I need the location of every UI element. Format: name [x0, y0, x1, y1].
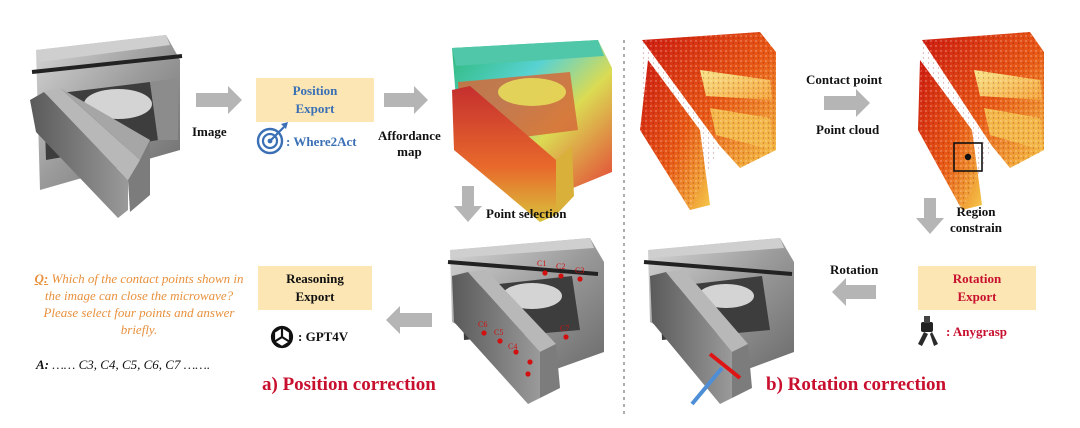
flow-arrows — [196, 86, 944, 334]
question-text: Q: Which of the contact points shown in … — [34, 270, 244, 338]
contact-point-c3: C3 — [575, 266, 585, 275]
contact-point-c6: C6 — [478, 320, 488, 329]
arrow-to-rotation-export — [916, 198, 944, 234]
affordance-map-microwave — [452, 40, 612, 222]
question-prefix: Q: — [34, 271, 49, 286]
gripper-axis-red — [708, 352, 742, 380]
label-rotation: Rotation — [830, 262, 879, 277]
point-cloud-input — [640, 32, 776, 210]
arrow-to-point-selection — [454, 186, 482, 222]
point-cloud-contact — [918, 32, 1044, 210]
label-region-constrain: Region constrain — [950, 204, 1002, 235]
rotation-export-box: Rotation Export — [918, 266, 1036, 310]
contact-point-c4: C4 — [508, 342, 518, 351]
answer-text: A: …… C3, C4, C5, C6, C7 ……. — [36, 356, 246, 373]
contact-point-c1: C1 — [537, 259, 547, 268]
microwave-image-input — [30, 35, 183, 218]
label-image: Image — [192, 124, 227, 139]
label-affordance-map: Affordance map — [378, 128, 441, 159]
contact-point-dot — [964, 153, 972, 161]
microwave-rotation — [643, 238, 794, 406]
contact-point-c5: C5 — [494, 328, 504, 337]
arrow-to-affordance-map — [384, 86, 428, 114]
reasoning-export-line2: Export — [295, 289, 335, 304]
arrow-to-contact-cloud — [824, 89, 870, 117]
answer-prefix: A: — [36, 357, 49, 372]
microwave-contact-points — [447, 238, 604, 404]
label-point-selection: Point selection — [486, 206, 567, 221]
rotation-export-line1: Rotation — [952, 271, 1002, 286]
arrow-to-rotation-result — [832, 278, 876, 306]
arrow-to-reasoning-export — [386, 306, 432, 334]
reasoning-export-line1: Reasoning — [286, 271, 344, 286]
gripper-axis-blue — [690, 366, 724, 406]
where2act-target-icon — [256, 122, 288, 155]
anygrasp-gripper-icon — [918, 316, 938, 346]
caption-position-correction: a) Position correction — [262, 374, 436, 395]
arrow-to-position-export — [196, 86, 242, 114]
anygrasp-label: : Anygrasp — [946, 324, 1008, 339]
position-export-line1: Position — [292, 83, 338, 98]
contact-point-c2: C2 — [556, 262, 566, 271]
contact-point-c7: C7 — [560, 324, 570, 333]
gpt4v-label: : GPT4V — [298, 329, 349, 344]
label-contact-point: Contact point — [806, 72, 883, 87]
question-body: Which of the contact points shown in the… — [43, 271, 244, 337]
label-point-cloud: Point cloud — [816, 122, 880, 137]
where2act-label: : Where2Act — [286, 134, 357, 149]
answer-body: …… C3, C4, C5, C6, C7 ……. — [49, 357, 211, 372]
region-box — [953, 142, 983, 172]
gpt4v-openai-icon — [270, 325, 294, 349]
reasoning-export-box: Reasoning Export — [258, 266, 372, 310]
position-export-box: Position Export — [256, 78, 374, 122]
position-export-line2: Export — [295, 101, 335, 116]
caption-rotation-correction: b) Rotation correction — [766, 374, 947, 395]
rotation-export-line2: Export — [957, 289, 997, 304]
